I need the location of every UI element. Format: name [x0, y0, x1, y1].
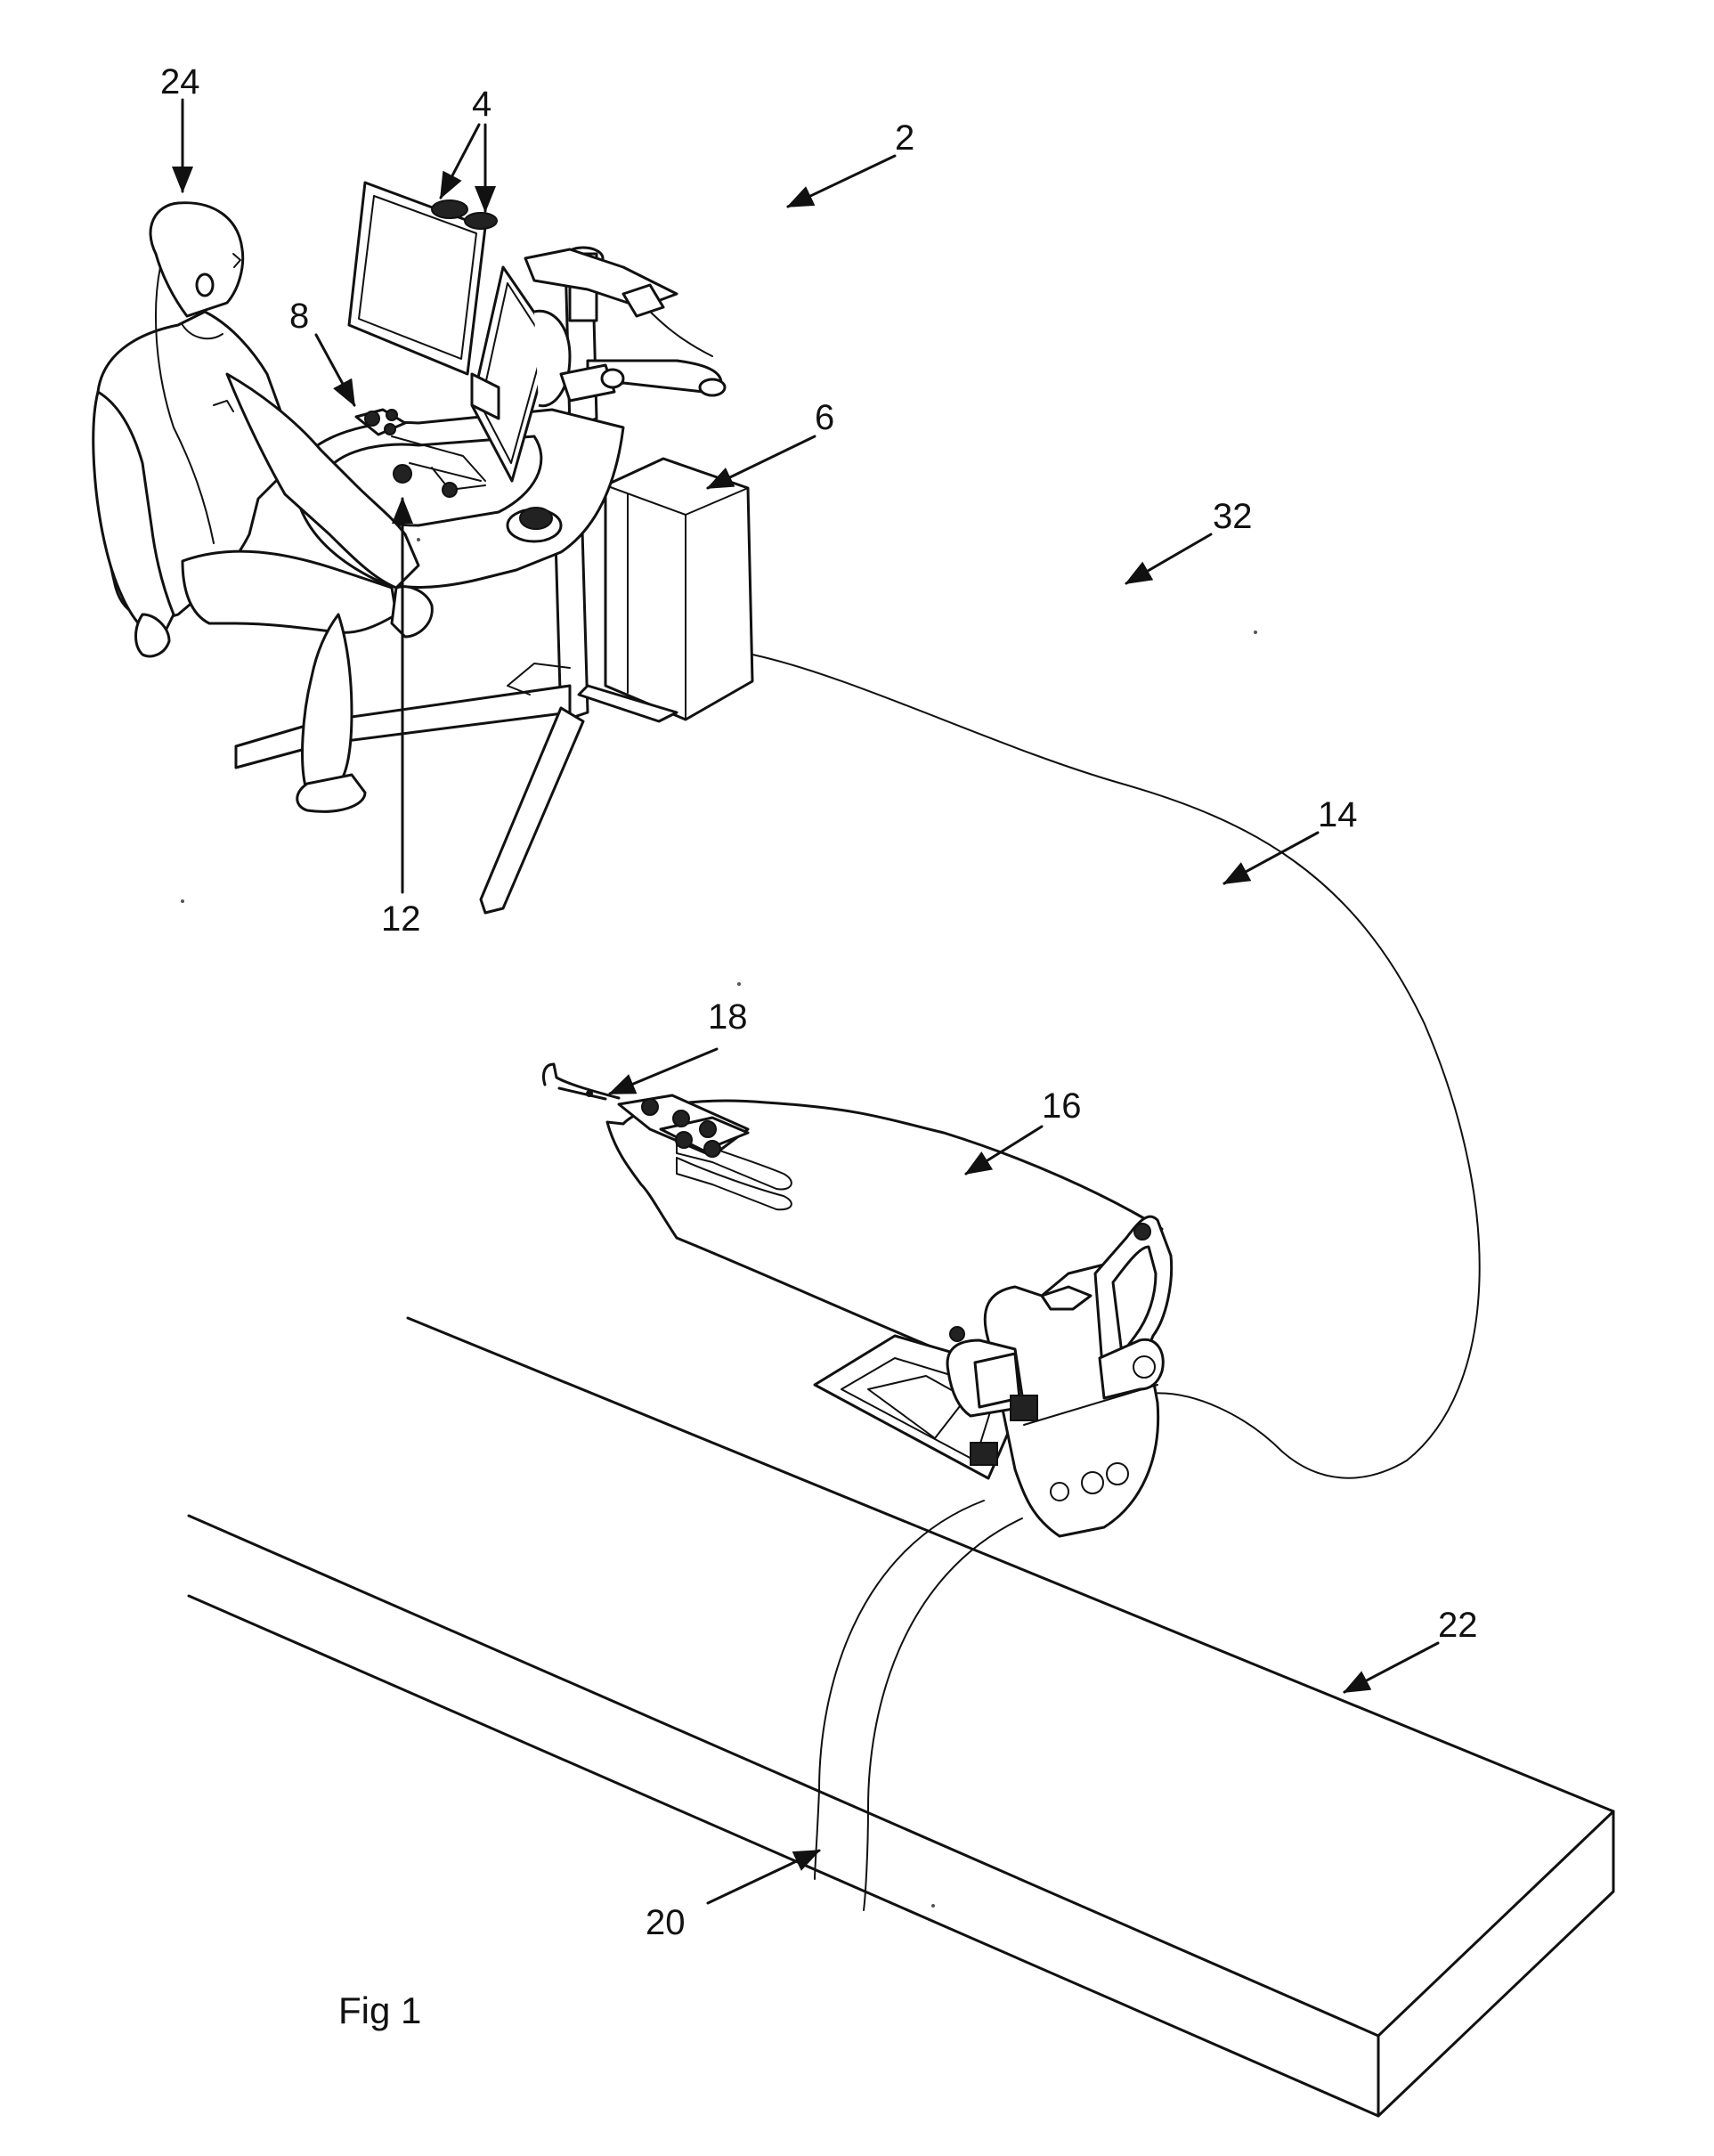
scan-speck	[1254, 631, 1257, 634]
label-2: 2	[895, 118, 914, 158]
catheter-instrument	[543, 1064, 619, 1099]
figure-caption: Fig 1	[338, 1989, 421, 2031]
scan-speck	[737, 982, 741, 986]
label-8: 8	[289, 297, 309, 336]
label-18: 18	[708, 997, 748, 1037]
label-16: 16	[1042, 1086, 1082, 1126]
label-14: 14	[1318, 795, 1358, 834]
patient-strap	[815, 1501, 1022, 1910]
surgical-robot	[607, 1095, 1172, 1536]
label-32: 32	[1213, 497, 1253, 536]
scan-speck	[417, 538, 420, 541]
scan-speck	[931, 1904, 935, 1908]
label-20: 20	[646, 1903, 686, 1942]
scan-speck	[181, 899, 184, 903]
label-12: 12	[381, 899, 421, 939]
label-6: 6	[815, 398, 834, 437]
label-22: 22	[1438, 1606, 1478, 1645]
label-24: 24	[160, 62, 200, 102]
label-4: 4	[472, 85, 491, 124]
control-cabinet	[605, 459, 752, 720]
leader-arrows	[183, 100, 1438, 1903]
